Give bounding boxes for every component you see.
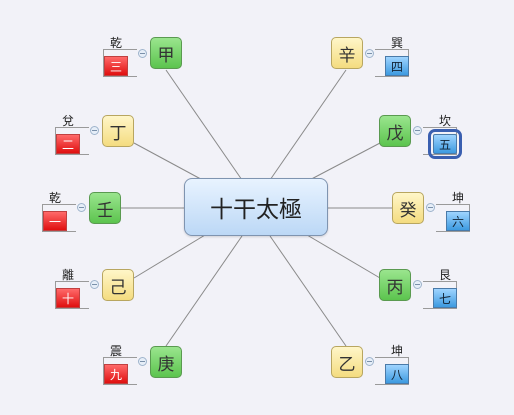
number-node-wu[interactable]: 五	[428, 129, 462, 159]
collapse-toggle-jia[interactable]	[138, 49, 147, 58]
collapse-toggle-xin[interactable]	[365, 49, 374, 58]
central-topic[interactable]: 十干太極	[184, 178, 328, 236]
trigram-label-jia: 乾	[109, 36, 122, 50]
connector-geng	[165, 235, 243, 347]
stem-node-gui[interactable]: 癸	[392, 192, 424, 224]
branch-bracket-ding	[55, 127, 89, 155]
stem-node-xin[interactable]: 辛	[331, 37, 363, 69]
stem-node-ding[interactable]: 丁	[102, 115, 134, 147]
branch-bracket-jia	[103, 49, 137, 77]
stem-node-ren[interactable]: 壬	[89, 192, 121, 224]
trigram-label-ren: 乾	[48, 191, 61, 205]
collapse-toggle-yi[interactable]	[365, 357, 374, 366]
connector-ding	[133, 142, 211, 185]
trigram-label-gui: 坤	[451, 191, 464, 205]
number-node-ji[interactable]: 十	[56, 288, 80, 308]
collapse-toggle-bing[interactable]	[413, 280, 422, 289]
number-node-geng[interactable]: 九	[104, 364, 128, 384]
collapse-toggle-ji[interactable]	[90, 280, 99, 289]
number-node-jia[interactable]: 三	[104, 56, 128, 76]
trigram-label-ding: 兌	[61, 114, 74, 128]
number-node-gui[interactable]: 六	[446, 211, 470, 231]
number-node-ren[interactable]: 一	[43, 211, 67, 231]
collapse-toggle-ding[interactable]	[90, 126, 99, 135]
collapse-toggle-wu[interactable]	[413, 126, 422, 135]
stem-node-jia[interactable]: 甲	[150, 37, 182, 69]
number-node-bing[interactable]: 七	[433, 288, 457, 308]
trigram-label-wu: 坎	[438, 114, 451, 128]
trigram-label-yi: 坤	[390, 344, 403, 358]
connector-ji	[133, 231, 211, 279]
stem-node-wu[interactable]: 戊	[379, 115, 411, 147]
trigram-label-bing: 艮	[438, 268, 451, 282]
branch-bracket-geng	[103, 357, 137, 385]
number-node-yi[interactable]: 八	[385, 364, 409, 384]
stem-node-bing[interactable]: 丙	[379, 269, 411, 301]
branch-bracket-ren	[42, 204, 76, 232]
collapse-toggle-geng[interactable]	[138, 357, 147, 366]
trigram-label-geng: 震	[109, 344, 122, 358]
connector-yi	[269, 235, 347, 347]
number-node-xin[interactable]: 四	[385, 56, 409, 76]
stem-node-ji[interactable]: 己	[102, 269, 134, 301]
branch-bracket-ji	[55, 281, 89, 309]
connector-bing	[301, 231, 381, 279]
stem-node-geng[interactable]: 庚	[150, 346, 182, 378]
connector-xin	[269, 69, 347, 181]
trigram-label-xin: 巽	[390, 36, 403, 50]
stem-node-yi[interactable]: 乙	[331, 346, 363, 378]
connector-jia	[165, 69, 243, 181]
number-node-ding[interactable]: 二	[56, 134, 80, 154]
trigram-label-ji: 離	[61, 268, 74, 282]
collapse-toggle-gui[interactable]	[426, 203, 435, 212]
connector-wu	[301, 142, 381, 185]
collapse-toggle-ren[interactable]	[77, 203, 86, 212]
